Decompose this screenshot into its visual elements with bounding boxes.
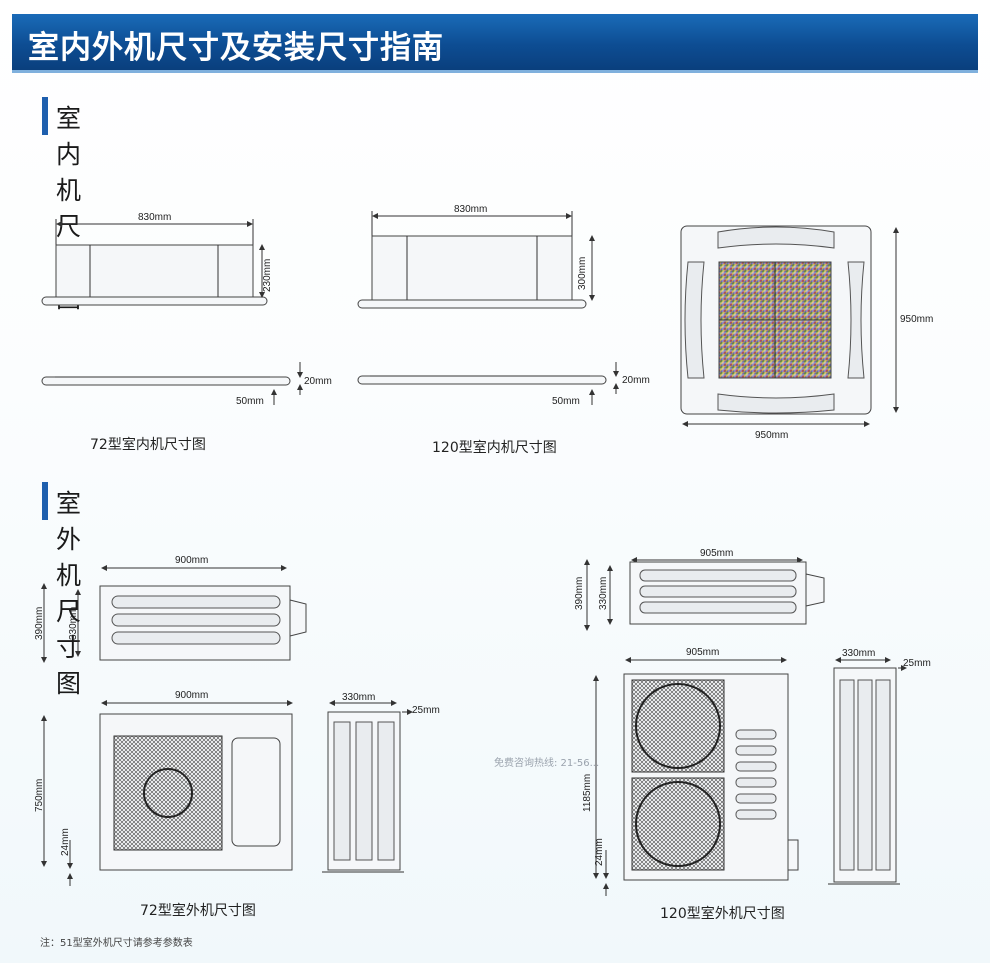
dim-1185-label: 1185mm <box>582 774 593 812</box>
dim-830-label: 830mm <box>454 204 487 215</box>
dim-230-label: 230mm <box>262 259 273 292</box>
dim-330-label: 330mm <box>68 607 79 640</box>
fan-grille-icon <box>631 679 725 773</box>
indoor-120-panel: 20mm 50mm <box>357 362 650 407</box>
dim-25-label: 25mm <box>412 705 440 716</box>
dim-905-label: 905mm <box>686 647 719 658</box>
fan-grille-icon <box>113 735 223 851</box>
page-title: 室内外机尺寸及安装尺寸指南 <box>28 30 444 66</box>
outdoor-120-front: 905mm 1185mm 24mm <box>582 647 799 896</box>
indoor-72-front: 830mm 230mm <box>41 212 273 306</box>
indoor-120-front: 830mm 300mm <box>357 204 595 309</box>
dim-830-label: 830mm <box>138 212 171 223</box>
dim-50-label: 50mm <box>552 396 580 407</box>
dim-300-label: 300mm <box>577 257 588 290</box>
indoor-72-panel: 20mm 50mm <box>41 362 332 407</box>
caption-outdoor-72: 72型室外机尺寸图 <box>140 903 256 919</box>
outdoor-120-side: 330mm 25mm <box>828 648 931 885</box>
dim-24-label: 24mm <box>594 838 605 866</box>
dim-20-label: 20mm <box>304 376 332 387</box>
dim-20-label: 20mm <box>622 375 650 386</box>
dim-25-label: 25mm <box>903 658 931 669</box>
dim-24-label: 24mm <box>60 828 71 856</box>
outdoor-72-top: 900mm 390mm 330mm <box>34 555 307 663</box>
watermark: 免费咨询热线: 21-56... <box>494 758 600 769</box>
cassette-panel-top: 950mm 950mm <box>680 225 933 441</box>
dim-900-label: 900mm <box>175 690 208 701</box>
dim-950-label: 950mm <box>900 314 933 325</box>
heading-accent-bar <box>42 97 48 135</box>
dim-330-label: 330mm <box>842 648 875 659</box>
dim-330-label: 330mm <box>342 692 375 703</box>
dim-390-label: 390mm <box>34 607 45 640</box>
fan-grille-icon <box>631 777 725 871</box>
dim-900-label: 900mm <box>175 555 208 566</box>
caption-indoor-72: 72型室内机尺寸图 <box>90 437 206 453</box>
heading-accent-bar <box>42 482 48 520</box>
caption-outdoor-120: 120型室外机尺寸图 <box>660 906 785 922</box>
footnote: 注：51型室外机尺寸请参考参数表 <box>40 938 193 949</box>
dim-750-label: 750mm <box>34 779 45 812</box>
dim-390-label: 390mm <box>574 577 585 610</box>
title-bar: 室内外机尺寸及安装尺寸指南 <box>12 14 978 73</box>
outdoor-120-top: 905mm 390mm 330mm <box>574 548 825 631</box>
caption-indoor-120: 120型室内机尺寸图 <box>432 440 557 456</box>
dim-950-label: 950mm <box>755 430 788 441</box>
dim-50-label: 50mm <box>236 396 264 407</box>
outdoor-72-front: 900mm 750mm 24mm <box>34 690 293 886</box>
dim-905-label: 905mm <box>700 548 733 559</box>
dim-330-label: 330mm <box>598 577 609 610</box>
outdoor-72-side: 330mm 25mm <box>322 692 440 873</box>
outdoor-heading-label: 室外机尺寸图 <box>56 489 82 698</box>
